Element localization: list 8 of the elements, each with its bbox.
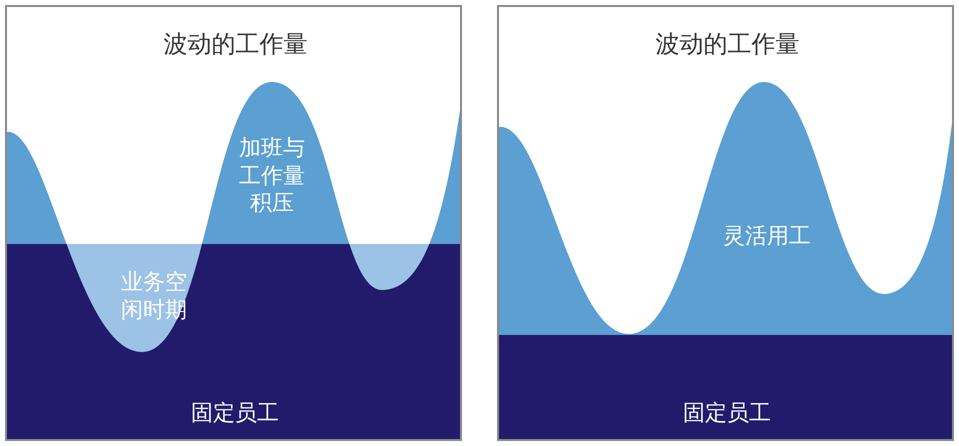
band-label: 固定员工 (627, 400, 827, 428)
band-label: 固定员工 (135, 400, 335, 428)
chart-panel (5, 5, 462, 441)
area-label: 灵活用工 (667, 223, 867, 250)
panel-title: 波动的工作量 (654, 29, 800, 59)
panel-title: 波动的工作量 (162, 29, 308, 59)
chart-panel (497, 5, 954, 441)
area-label: 加班与工作量积压 (236, 135, 308, 218)
